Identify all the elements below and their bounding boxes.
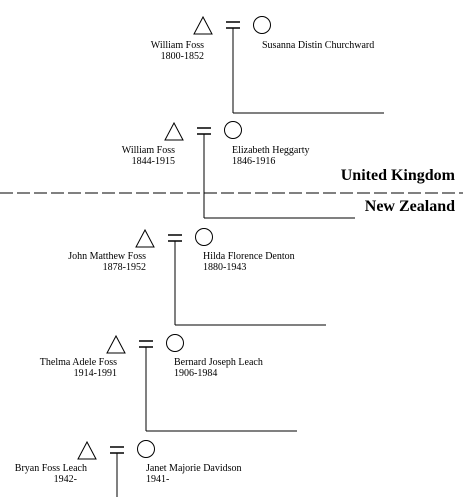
person-name-label: Elizabeth Heggarty xyxy=(232,145,310,156)
female-symbol-circle xyxy=(137,440,155,458)
person-name-label: William Foss xyxy=(150,40,204,51)
person-years-label: 1800-1852 xyxy=(160,51,204,62)
female-symbol-circle xyxy=(166,334,184,352)
person-name-label: John Matthew Foss xyxy=(68,251,146,262)
male-symbol-triangle xyxy=(193,15,213,35)
person-name-label: Thelma Adele Foss xyxy=(39,357,117,368)
person-name-label: Susanna Distin Churchward xyxy=(262,40,375,51)
male-symbol-triangle xyxy=(135,228,155,248)
person-years-label: 1942- xyxy=(53,474,77,485)
female-symbol-circle xyxy=(195,228,213,246)
region-label-upper: United Kingdom xyxy=(340,167,455,184)
female-symbol-circle xyxy=(224,121,242,139)
person-years-label: 1880-1943 xyxy=(203,262,247,273)
person-years-label: 1844-1915 xyxy=(131,156,175,167)
person-years-label: 1906-1984 xyxy=(174,368,218,379)
region-label-lower: New Zealand xyxy=(364,198,455,215)
male-symbol-triangle xyxy=(164,121,184,141)
person-years-label: 1914-1991 xyxy=(73,368,117,379)
person-name-label: William Foss xyxy=(121,145,175,156)
person-years-label: 1846-1916 xyxy=(232,156,276,167)
person-name-label: Bryan Foss Leach xyxy=(14,463,87,474)
male-symbol-triangle xyxy=(77,440,97,460)
female-symbol-circle xyxy=(253,16,271,34)
person-years-label: 1878-1952 xyxy=(102,262,146,273)
male-symbol-triangle xyxy=(106,334,126,354)
person-name-label: Janet Majorie Davidson xyxy=(146,463,242,474)
person-name-label: Hilda Florence Denton xyxy=(203,251,295,262)
person-years-label: 1941- xyxy=(146,474,170,485)
person-name-label: Bernard Joseph Leach xyxy=(174,357,263,368)
